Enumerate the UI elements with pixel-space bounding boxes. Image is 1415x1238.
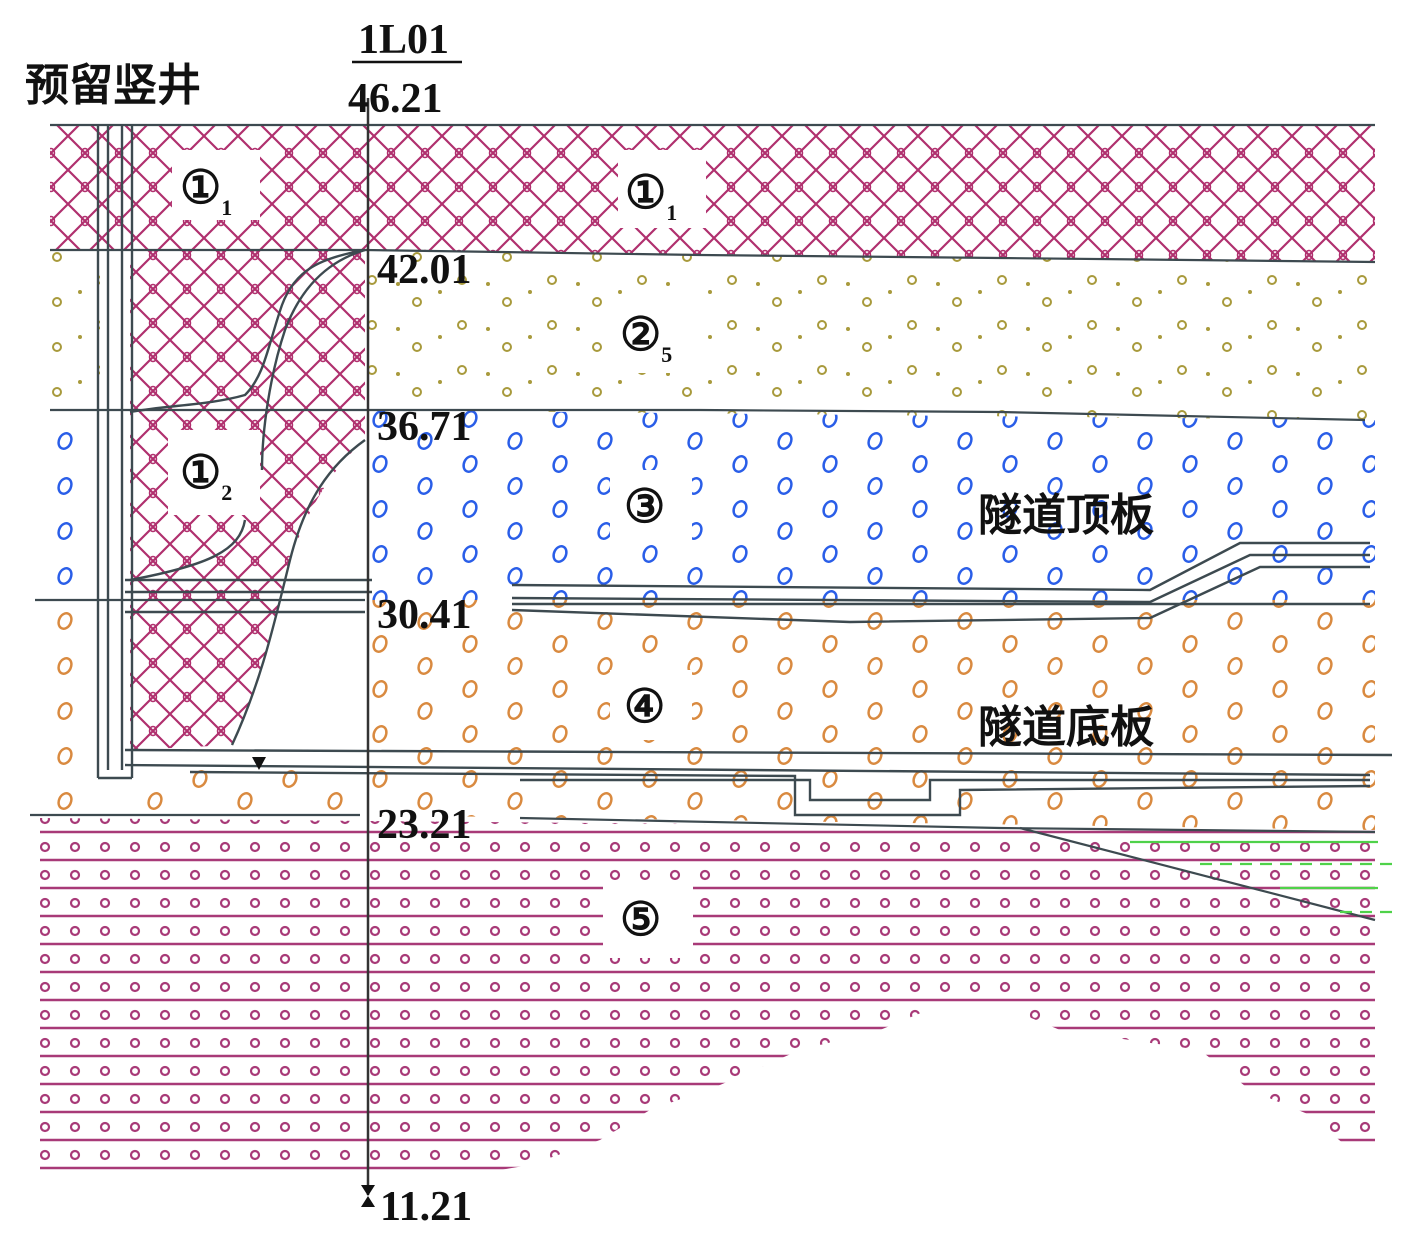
borehole-bottom-marker [361, 1185, 375, 1196]
layer-4-under-shaft [130, 770, 365, 815]
water-table-lines [1130, 840, 1392, 914]
borehole-bottom-elevation: 11.21 [380, 1184, 472, 1230]
tag-bg [610, 670, 692, 740]
layer-boundaries [30, 123, 1376, 922]
elevation-label: 36.71 [377, 404, 472, 450]
tag-bg [618, 150, 706, 228]
layer-tag: ①1 [625, 167, 677, 225]
layer-1-1-band [50, 125, 1375, 262]
layer-2-5-band-left [50, 250, 100, 410]
shaft-walls [96, 125, 134, 780]
layer-3-band-left [50, 410, 100, 600]
elevation-label: 42.01 [377, 247, 472, 293]
tag-bg [603, 880, 693, 958]
layer-tag: ①1 [180, 162, 232, 220]
borehole-bottom-marker [361, 1196, 375, 1207]
layer-tag: ④ [624, 681, 665, 732]
tunnel-roof-lines [125, 541, 1370, 624]
tag-bg [610, 295, 698, 373]
tag-bg [172, 150, 260, 220]
water-level-marker [252, 757, 266, 770]
borehole-1L01 [352, 60, 462, 1207]
layer-tag: ⑤ [620, 894, 661, 945]
layer-5-band [40, 818, 1375, 1175]
shaft-label: 预留竖井 [25, 60, 201, 111]
tunnel-roof-label: 隧道顶板 [978, 490, 1154, 541]
layer-2-5-band [365, 250, 1375, 420]
tunnel-floor-lines [124, 748, 1393, 817]
borehole-top-elevation: 46.21 [348, 76, 443, 122]
tag-bg [168, 430, 260, 515]
elevation-label: 30.41 [377, 592, 472, 638]
layer-4-band [365, 600, 1375, 830]
fill-boundaries [129, 248, 366, 746]
tunnel-floor-label: 隧道底板 [978, 702, 1154, 753]
elevation-label: 23.21 [377, 802, 472, 848]
tag-bg [610, 470, 692, 540]
layer-4-band-left [30, 600, 100, 815]
layer-tag: ③ [624, 481, 665, 532]
layer-tag: ①2 [180, 447, 232, 505]
borehole-id: 1L01 [358, 17, 449, 63]
layer-3-band [365, 410, 1375, 600]
layer-tag: ②5 [620, 309, 672, 367]
